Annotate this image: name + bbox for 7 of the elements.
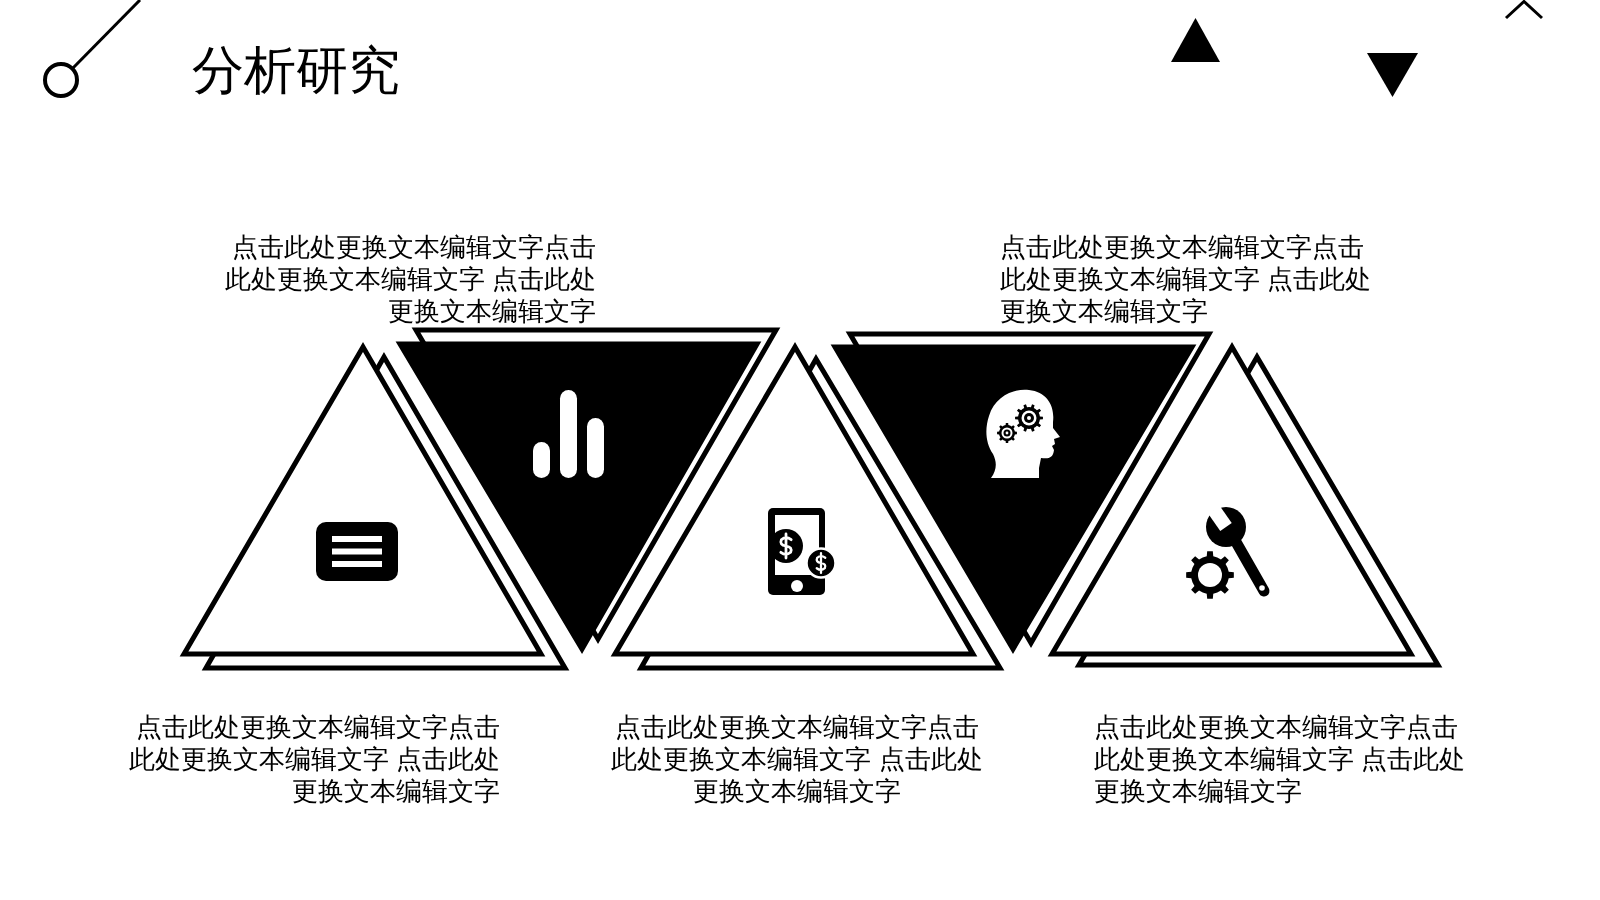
title: 分析研究 — [192, 40, 400, 101]
triangle-shape — [1047, 342, 1443, 670]
description-text: 点击此处更换文本编辑文字点击此处更换文本编辑文字 点击此处更换文本编辑文字 — [1000, 231, 1373, 327]
description-text: 点击此处更换文本编辑文字点击此处更换文本编辑文字 点击此处更换文本编辑文字 — [1094, 711, 1467, 807]
description-text: 点击此处更换文本编辑文字点击此处更换文本编辑文字 点击此处更换文本编辑文字 — [223, 231, 596, 327]
description-text: 点击此处更换文本编辑文字点击此处更换文本编辑文字 点击此处更换文本编辑文字 — [127, 711, 500, 807]
description-text: 点击此处更换文本编辑文字点击此处更换文本编辑文字 点击此处更换文本编辑文字 — [610, 711, 984, 807]
